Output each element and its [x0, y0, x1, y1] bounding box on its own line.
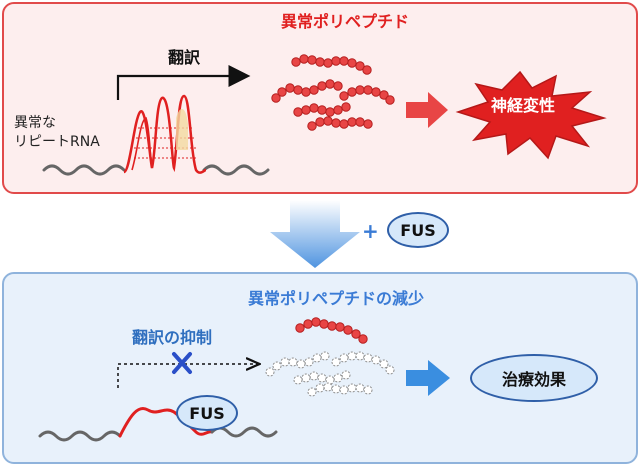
polypeptide-chains-top: [271, 54, 395, 131]
fus-badge-top: FUS: [387, 212, 449, 248]
rna-strand-top: [42, 164, 270, 176]
bottom-panel-title: 異常ポリペプチドの減少: [247, 289, 424, 308]
suppression-label: 翻訳の抑制: [132, 328, 213, 347]
transition-arrow: [270, 200, 360, 268]
blocked-translation-arrow: [117, 364, 258, 388]
therapeutic-effect-badge: 治療効果: [470, 354, 598, 402]
reduced-polypeptide-chains: [265, 351, 395, 397]
rna-label: 異常な リピートRNA: [14, 114, 100, 152]
repeat-hairpins: [122, 94, 207, 174]
red-arrow: [406, 92, 448, 128]
cross-icon: [172, 352, 192, 374]
neurodegeneration-label: 神経変性: [490, 96, 555, 115]
rna-strand-bottom: [38, 407, 278, 442]
rna-label-line1: 異常な: [14, 115, 56, 131]
polypeptide-chain-bottom: [295, 317, 368, 344]
fus-badge-bottom: FUS: [176, 395, 238, 431]
top-panel-title: 異常ポリペプチド: [280, 12, 409, 31]
neurodegeneration-burst: [455, 70, 607, 160]
translation-label: 翻訳: [168, 48, 201, 67]
translation-arrow: [116, 65, 251, 100]
rna-label-line2: リピートRNA: [14, 134, 100, 150]
plus-symbol: +: [362, 219, 379, 243]
blue-arrow: [406, 360, 450, 396]
